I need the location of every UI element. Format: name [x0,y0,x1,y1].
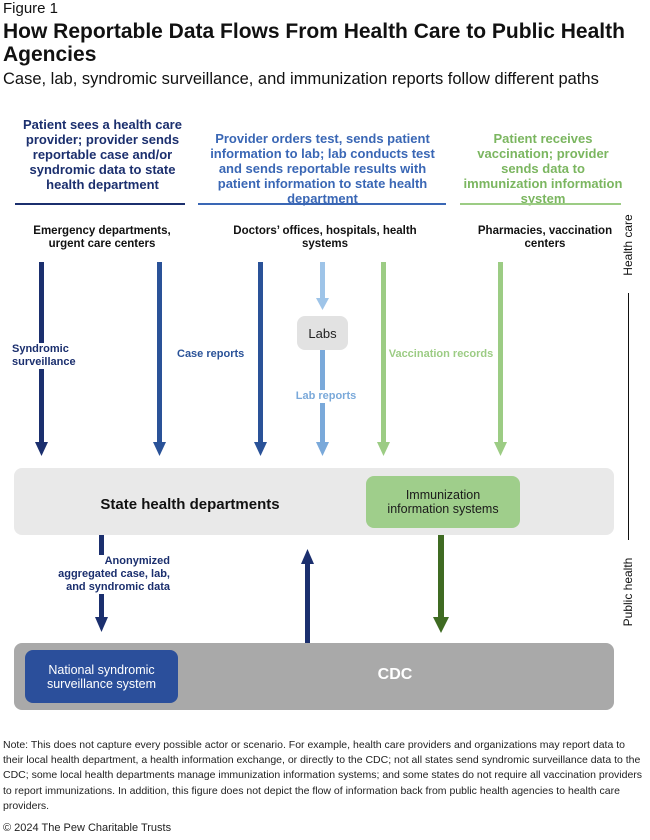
arrow-case-er-shaft [157,262,162,444]
arrow-cdc-up-shaft [305,562,310,643]
arrow-vacc-doctors-head [377,442,390,456]
arrow-anonymized-head [95,617,108,632]
figure-subtitle: Case, lab, syndromic surveillance, and i… [3,70,599,88]
state-health-departments-label: State health departments [100,496,280,513]
nss-box: National syndromic surveillance system [25,650,178,703]
cdc-label: CDC [377,666,413,683]
arrow-lab-reports-head [316,442,329,456]
label-syndromic: Syndromic surveillance [12,343,92,369]
right-header-rule [460,203,627,205]
middle-column-header: Provider orders test, sends patient info… [210,131,435,206]
figure-title: How Reportable Data Flows From Health Ca… [3,20,625,66]
right-column-header: Patient receives vaccination; provider s… [463,131,623,206]
left-header-rule [15,203,185,205]
source-emergency: Emergency departments, urgent care cente… [33,225,171,250]
labs-box: Labs [297,316,348,350]
arrow-case-doctors-head [254,442,267,456]
arrow-vacc-pharm-shaft [498,262,503,444]
figure-label: Figure 1 [3,0,59,17]
arrow-iis-down-head [433,617,449,633]
arrow-case-er-head [153,442,166,456]
arrow-vacc-doctors-shaft [381,262,386,444]
arrow-to-labs-shaft [320,262,325,300]
source-pharmacies: Pharmacies, vaccination centers [477,225,613,250]
label-anonymized: Anonymized aggregated case, lab, and syn… [55,555,170,594]
label-vaccination-records: Vaccination records [386,348,496,361]
left-column-header: Patient sees a health care provider; pro… [23,117,182,192]
arrow-syndromic-head [35,442,48,456]
arrow-case-doctors-shaft [258,262,263,444]
source-doctors: Doctors’ offices, hospitals, health syst… [233,225,417,250]
label-lab-reports: Lab reports [291,390,361,403]
middle-header-rule [198,203,446,205]
arrow-iis-down-shaft [438,535,444,619]
copyright: © 2024 The Pew Charitable Trusts [3,822,172,834]
arrow-cdc-up-head [301,549,314,564]
arrow-to-labs-head [316,298,329,310]
arrow-vacc-pharm-head [494,442,507,456]
iis-box: Immunization information systems [366,476,520,528]
side-axis-line [628,210,629,565]
label-case-reports: Case reports [177,348,257,361]
footnote: Note: This does not capture every possib… [3,739,643,812]
